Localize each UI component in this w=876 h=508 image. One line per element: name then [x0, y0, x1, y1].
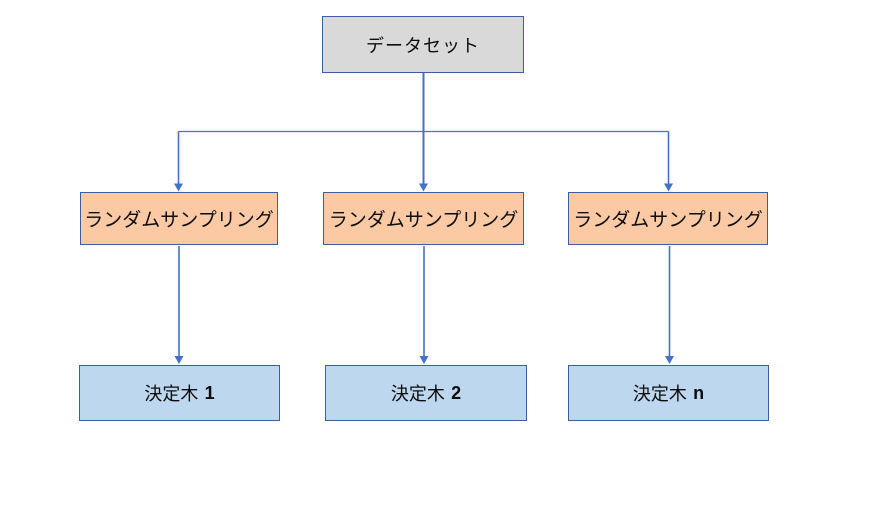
random-sampling-label: ランダムサンプリング	[328, 210, 519, 231]
decision-tree-label: 決定木	[632, 384, 687, 404]
random-sampling-label: ランダムサンプリング	[84, 210, 274, 231]
decision-tree-box-2: 決定木 2	[325, 365, 527, 421]
arrowhead-tree-center	[419, 356, 429, 364]
decision-tree-label: 決定木	[144, 384, 199, 404]
random-sampling-box-3: ランダムサンプリング	[568, 192, 768, 245]
arrowhead-sampling-right	[664, 183, 673, 192]
random-sampling-box-2: ランダムサンプリング	[323, 192, 524, 245]
arrowhead-sampling-left	[174, 183, 183, 192]
decision-tree-number: 1	[204, 382, 215, 403]
decision-tree-number: 2	[451, 382, 462, 403]
arrowhead-tree-left	[174, 356, 184, 364]
arrowhead-tree-right	[665, 356, 674, 364]
decision-tree-box-3: 決定木 n	[568, 365, 769, 421]
dataset-box: データセット	[322, 16, 524, 73]
arrowhead-sampling-center	[419, 183, 428, 192]
dataset-box-label: データセット	[366, 35, 480, 56]
decision-tree-number: n	[693, 382, 705, 403]
random-sampling-label: ランダムサンプリング	[573, 210, 763, 231]
decision-tree-label: 決定木	[390, 384, 445, 404]
decision-tree-box-1: 決定木 1	[79, 365, 280, 421]
random-sampling-box-1: ランダムサンプリング	[80, 192, 278, 245]
